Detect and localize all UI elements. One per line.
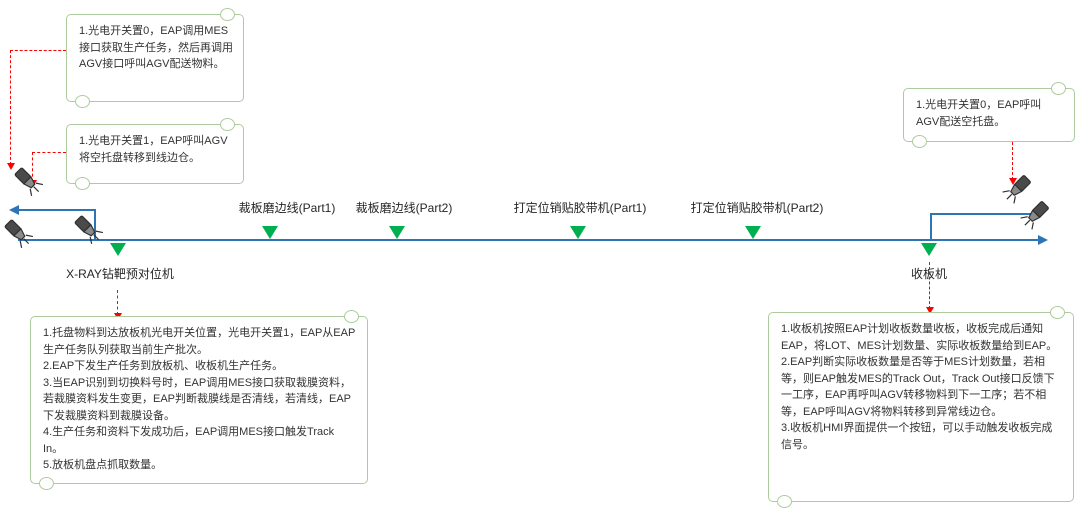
connector-top-right-arrowhead bbox=[1009, 178, 1017, 185]
connector-bottom-right-v bbox=[929, 262, 930, 309]
photoelectric-sensor-icon bbox=[64, 209, 110, 255]
photoelectric-sensor-icon bbox=[992, 165, 1038, 211]
left-branch-line bbox=[18, 209, 96, 211]
right-branch-line bbox=[930, 213, 1036, 215]
photoelectric-sensor-icon bbox=[1010, 191, 1056, 237]
connector-bottom-right-arrowhead bbox=[926, 307, 934, 314]
photoelectric-sensor-icon bbox=[4, 161, 50, 207]
photoelectric-sensor-icon bbox=[0, 213, 40, 259]
station-marker-pin-tape-1 bbox=[570, 226, 586, 239]
connector-top-right-v bbox=[1012, 142, 1013, 180]
callout-bottom-left-loader-flow: 1.托盘物料到达放板机光电开关位置，光电开关置1，EAP从EAP生产任务队列获取… bbox=[30, 310, 368, 490]
connector-bottom-left-v bbox=[117, 290, 118, 315]
station-label-pin-tape-1: 打定位销贴胶带机(Part1) bbox=[513, 201, 647, 215]
main-conveyor-line bbox=[18, 239, 1040, 241]
station-marker-edge-trim-2 bbox=[389, 226, 405, 239]
station-label-edge-trim-2: 裁板磨边线(Part2) bbox=[355, 201, 453, 215]
connector-top-left-1-arrowhead bbox=[7, 163, 15, 170]
station-marker-pin-tape-2 bbox=[745, 226, 761, 239]
callout-top-left-fetch-task: 1.光电开关置0，EAP调用MES接口获取生产任务，然后再调用AGV接口呼叫AG… bbox=[66, 8, 244, 108]
left-branch-arrowhead bbox=[9, 205, 19, 215]
callout-bottom-right-collector-flow: 1.收板机按照EAP计划收板数量收板，收板完成后通知EAP，将LOT、MES计划… bbox=[768, 306, 1074, 508]
station-marker-xray-loader bbox=[110, 243, 126, 256]
main-line-arrowhead bbox=[1038, 235, 1048, 245]
callout-top-right-deliver-pallet: 1.光电开关置0，EAP呼叫AGV配送空托盘。 bbox=[903, 82, 1075, 148]
right-branch-connector bbox=[930, 214, 932, 240]
connector-top-left-1-v bbox=[10, 50, 11, 165]
station-marker-board-collector bbox=[921, 243, 937, 256]
connector-top-left-2-h bbox=[32, 152, 66, 153]
left-branch-connector bbox=[94, 209, 96, 240]
station-label-edge-trim-1: 裁板磨边线(Part1) bbox=[238, 201, 336, 215]
connector-top-left-2-v bbox=[32, 152, 33, 182]
station-label-pin-tape-2: 打定位销贴胶带机(Part2) bbox=[690, 201, 824, 215]
callout-top-left-empty-pallet: 1.光电开关置1，EAP呼叫AGV将空托盘转移到线边仓。 bbox=[66, 118, 244, 190]
connector-top-left-1-h bbox=[10, 50, 66, 51]
station-label-xray-loader: X-RAY钻靶预对位机 bbox=[66, 267, 174, 281]
station-marker-edge-trim-1 bbox=[262, 226, 278, 239]
